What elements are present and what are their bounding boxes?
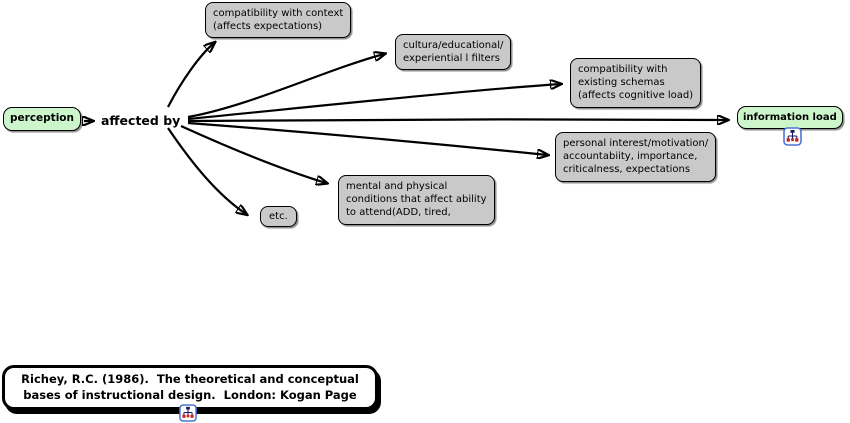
node-existing-schemas[interactable]: compatibility with existing schemas (aff… <box>570 58 702 108</box>
arrow-to-personal-interest[interactable] <box>187 121 547 155</box>
arrow-to-compatibility-context[interactable] <box>167 43 214 108</box>
arrow-to-mental-physical[interactable] <box>180 124 326 183</box>
node-information-load[interactable]: information load <box>737 106 843 130</box>
node-mental-physical[interactable]: mental and physical conditions that affe… <box>338 175 495 225</box>
subdiagram-icon[interactable] <box>179 404 197 422</box>
subdiagram-icon[interactable] <box>783 127 802 146</box>
citation-box[interactable]: Richey, R.C. (1986). The theoretical and… <box>2 365 378 411</box>
arrow-to-information-load[interactable] <box>187 119 727 121</box>
node-cultural-filters[interactable]: cultura/educational/ experiential l filt… <box>395 34 512 71</box>
node-personal-interest[interactable]: personal interest/motivation/ accountabi… <box>555 132 717 182</box>
node-etc[interactable]: etc. <box>260 206 297 228</box>
arrow-to-existing-schemas[interactable] <box>187 84 560 121</box>
node-perception[interactable]: perception <box>3 107 81 131</box>
arrow-to-cultural-filters[interactable] <box>187 54 384 119</box>
arrow-to-etc[interactable] <box>167 127 246 214</box>
link-label-affected-by[interactable]: affected by <box>101 113 181 128</box>
node-compatibility-context[interactable]: compatibility with context (affects expe… <box>205 2 352 39</box>
